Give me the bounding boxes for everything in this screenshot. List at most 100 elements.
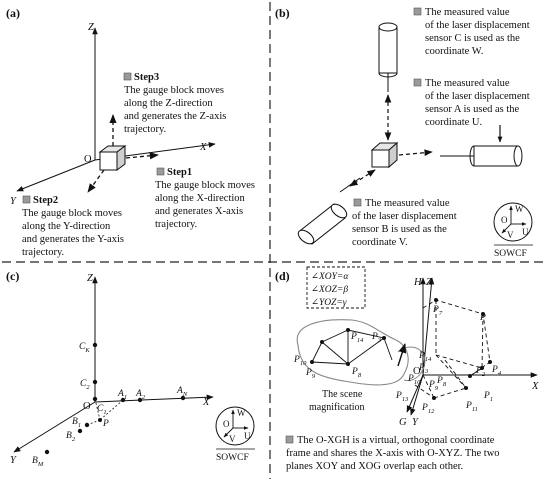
c-x-axis	[94, 394, 214, 403]
c-bm: BM	[32, 456, 44, 468]
d-p8: P8	[436, 376, 447, 388]
c-x-label: X	[202, 397, 210, 408]
d-m-p9: P9	[305, 368, 316, 380]
d-note-line2: frame and shares the X-axis with O-XYZ. …	[286, 448, 500, 459]
c-b2: B2	[66, 431, 76, 443]
d-p4: P4	[491, 365, 502, 377]
panel-c: (c) Z X Y O CK C2 C1 A1 A2 AN B1 B2	[6, 269, 255, 468]
step3-line4: trajectory.	[124, 124, 166, 135]
d-m-p14: P14	[350, 332, 364, 344]
c-a1: A1	[117, 389, 127, 401]
step1-line3: and generates X-axis	[155, 206, 243, 217]
d-p13: P13	[395, 391, 409, 403]
c-z-label: Z	[87, 273, 93, 284]
a-y-axis	[16, 159, 96, 192]
a-gauge-block	[98, 145, 127, 171]
d-magnification-link	[397, 346, 426, 382]
b-note-a-line3: sensor A is used as the	[425, 104, 520, 115]
b-sensor-a	[440, 145, 523, 167]
b-frame-u: U	[522, 227, 529, 237]
step1-line1: The gauge block moves	[155, 180, 255, 191]
d-p9: P9	[428, 380, 439, 392]
c-y-label: Y	[10, 455, 17, 466]
step3-title: Step3	[134, 72, 159, 83]
c-frame-o: O	[223, 419, 230, 429]
d-y-label: Y	[412, 417, 419, 428]
panel-c-label: (c)	[6, 269, 19, 283]
b-gauge-block	[370, 141, 399, 169]
c-frame-caption: SOWCF	[216, 453, 249, 463]
panel-b-label: (b)	[275, 6, 290, 20]
c-p: P	[102, 419, 109, 429]
d-z-label: Z	[426, 277, 432, 288]
d-note-line1: The O-XGH is a virtual, orthogonal coord…	[297, 435, 495, 446]
step2-line1: The gauge block moves	[22, 208, 122, 219]
d-note-bullet	[285, 435, 294, 444]
c-sowcf-frame: W U V O SOWCF	[215, 406, 255, 463]
b-note-a-line2: of the laser displacement	[425, 91, 530, 102]
b-frame-o: O	[501, 215, 508, 225]
a-z-label: Z	[88, 22, 94, 33]
d-p1: P1	[483, 391, 493, 403]
panel-d: (d) ∠XOY=α ∠XOZ=β ∠YOZ=γ H Z X G Y O	[275, 266, 539, 472]
d-point-dots	[310, 298, 492, 400]
step3-line2: along the Z-direction	[124, 98, 213, 109]
panel-a: (a) Z X Y O Step3 The gauge block moves …	[6, 6, 255, 258]
a-step2: Step2 The gauge block moves along the Y-…	[22, 195, 124, 258]
c-a2: A2	[135, 389, 146, 401]
step1-line4: trajectory.	[155, 219, 197, 230]
b-note-a: The measured value of the laser displace…	[413, 78, 530, 128]
b-note-a-line1: The measured value	[425, 78, 510, 89]
b-note-b-line1: The measured value	[365, 198, 450, 209]
a-y-label: Y	[10, 196, 17, 207]
d-origin-label: O	[413, 366, 421, 377]
b-sensor-b	[297, 177, 361, 245]
d-note-line3: planes XOY and XOG overlap each other.	[286, 461, 463, 472]
b-frame-caption: SOWCF	[494, 249, 527, 259]
d-h-label: H	[413, 277, 423, 288]
c-b1: B1	[72, 417, 81, 429]
d-magnification-line1: The scene	[322, 389, 363, 400]
d-dashed-projections	[414, 299, 491, 399]
b-frame-v: V	[507, 230, 514, 240]
a-step3: Step3 The gauge block moves along the Z-…	[123, 72, 226, 135]
b-sensor-c	[378, 22, 398, 92]
d-g-label: G	[399, 417, 407, 428]
c-frame-v: V	[229, 434, 236, 444]
d-angle-alpha: ∠XOY=α	[311, 272, 349, 282]
a-y-motion-arrow	[87, 169, 105, 193]
b-note-c-line3: sensor C is used as the	[425, 33, 520, 44]
c-frame-w: W	[237, 408, 246, 418]
c-origin-label: O	[83, 401, 91, 412]
d-magnification-line2: magnification	[309, 402, 365, 413]
step2-line4: trajectory.	[22, 247, 64, 258]
b-sowcf-frame: W U V O SOWCF	[493, 202, 533, 259]
d-y-axis	[410, 374, 424, 416]
panel-d-label: (d)	[275, 269, 290, 283]
d-magnified-lines	[311, 329, 393, 365]
b-note-c-line2: of the laser displacement	[425, 20, 530, 31]
panel-b: (b)	[275, 6, 533, 259]
b-note-c-line1: The measured value	[425, 7, 510, 18]
step3-line1: The gauge block moves	[124, 85, 224, 96]
d-x-label: X	[531, 381, 539, 392]
b-note-c-line4: coordinate W.	[425, 46, 483, 57]
c-frame-u: U	[244, 431, 251, 441]
b-u-motion-arrow	[398, 149, 433, 157]
c-y-axis	[13, 401, 96, 453]
d-angle-beta: ∠XOZ=β	[311, 285, 348, 295]
c-c2: C2	[80, 379, 90, 391]
step2-line2: along the Y-direction	[22, 221, 111, 232]
d-p3: P3	[418, 363, 429, 375]
b-v-motion-arrow	[349, 169, 376, 187]
a-step1: Step1 The gauge block moves along the X-…	[155, 167, 255, 230]
b-note-b-line4: coordinate V.	[352, 237, 408, 248]
b-note-a-line4: coordinate U.	[425, 117, 482, 128]
step3-line3: and generates the Z-axis	[124, 111, 226, 122]
d-p11: P11	[465, 401, 478, 413]
d-g-axis	[406, 374, 424, 413]
a-origin-label: O	[84, 154, 92, 165]
b-note-b-line3: sensor B is used as the	[352, 224, 447, 235]
d-p12: P12	[421, 403, 435, 415]
